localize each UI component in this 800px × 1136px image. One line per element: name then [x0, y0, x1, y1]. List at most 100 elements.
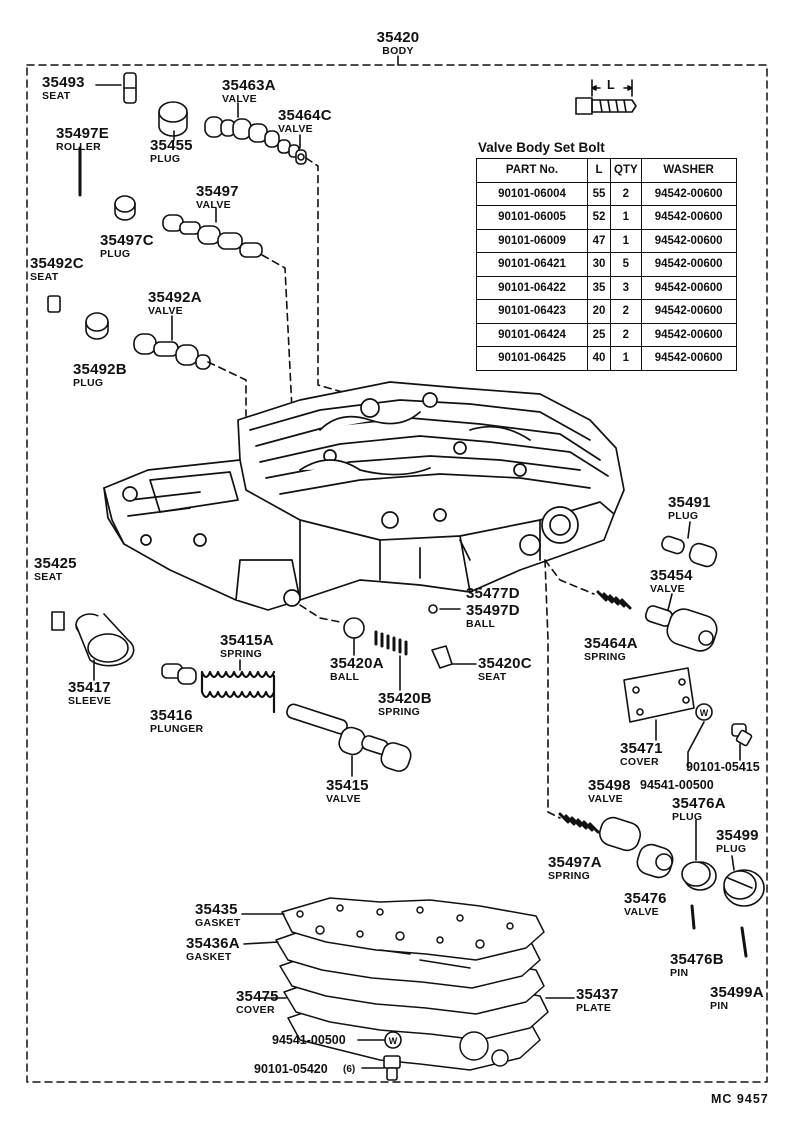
plug-35492b-part	[85, 312, 109, 340]
cell-part-no: 90101-06425	[476, 346, 588, 371]
cell-length: 20	[587, 299, 611, 324]
dashed-guide	[547, 811, 561, 819]
cell-length: 25	[587, 322, 611, 347]
plug-35499-part	[723, 869, 765, 907]
pin-35499a-part	[740, 926, 748, 958]
spec-table-title: Valve Body Set Bolt	[478, 140, 605, 155]
bolt-length-label: L	[607, 78, 615, 92]
washer-94541-00500-right-label: 94541-00500	[640, 778, 714, 792]
header-part-no: PART No.	[476, 158, 588, 183]
dashed-guide	[261, 254, 293, 411]
cell-qty: 2	[610, 299, 642, 324]
cell-length: 30	[587, 252, 611, 277]
washer-mark: W	[389, 1036, 398, 1046]
bolt-90101-05420-qty: (6)	[343, 1064, 356, 1075]
washer-94541-right: W	[695, 703, 713, 721]
cell-washer: 94542-00600	[640, 322, 737, 347]
cell-part-no: 90101-06004	[476, 181, 588, 206]
cell-length: 55	[587, 181, 611, 206]
cell-part-no: 90101-06422	[476, 275, 588, 300]
valve-35454-part	[644, 605, 718, 652]
plug-35491-part	[661, 535, 718, 568]
bolt-icon	[575, 79, 637, 115]
washer-94541-00500-bottom-label: 94541-00500	[272, 1033, 346, 1047]
label-35477d: 35477D	[466, 585, 520, 602]
bolt-90101-05420-part	[383, 1055, 401, 1081]
cell-washer: 94542-00600	[640, 205, 737, 230]
cell-part-no: 90101-06423	[476, 299, 588, 324]
cell-part-no: 90101-06005	[476, 205, 588, 230]
plug-35455-part	[158, 101, 188, 137]
bolt-90101-05415-part	[731, 723, 753, 747]
cell-washer: 94542-00600	[640, 181, 737, 206]
cover-35471-part	[623, 667, 695, 723]
pin-35476b-part	[690, 904, 696, 930]
header-length: L	[587, 158, 611, 183]
cell-qty: 1	[610, 346, 642, 371]
valve-35476-part	[636, 843, 674, 879]
table-header-row: PART No. L QTY WASHER	[476, 158, 737, 183]
cell-qty: 5	[610, 252, 642, 277]
diagram-code: MC 9457	[711, 1092, 769, 1106]
body-part-name: BODY	[382, 45, 414, 57]
seat-35492c-part	[47, 295, 61, 313]
leader	[731, 855, 735, 871]
spring-35464a-part	[596, 590, 632, 610]
bolt-90101-05415-label: 90101-05415	[686, 760, 760, 774]
seat-35493-part	[123, 72, 137, 104]
plunger-35416-part	[161, 663, 197, 685]
seat-35425-part	[51, 611, 65, 631]
cell-part-no: 90101-06421	[476, 252, 588, 277]
valve-body-35420	[103, 381, 625, 611]
bolt-90101-05420-label: 90101-05420	[254, 1062, 328, 1076]
spring-35497a-part	[558, 812, 600, 834]
cell-washer: 94542-00600	[640, 299, 737, 324]
header-qty: QTY	[610, 158, 642, 183]
spring-35420b-part	[374, 630, 408, 656]
washer-94541-bottom: W	[384, 1031, 402, 1049]
leader	[687, 721, 705, 769]
dashed-guide	[299, 604, 341, 623]
valve-35497-part	[162, 214, 263, 258]
cell-part-no: 90101-06009	[476, 228, 588, 253]
cell-length: 52	[587, 205, 611, 230]
cell-length: 47	[587, 228, 611, 253]
cell-part-no: 90101-06424	[476, 322, 588, 347]
cell-length: 40	[587, 346, 611, 371]
sleeve-35417-part	[75, 613, 135, 667]
cell-qty: 2	[610, 181, 642, 206]
cell-qty: 1	[610, 228, 642, 253]
assembly-frame	[26, 64, 768, 1083]
leader	[687, 521, 691, 539]
leader	[243, 941, 279, 945]
